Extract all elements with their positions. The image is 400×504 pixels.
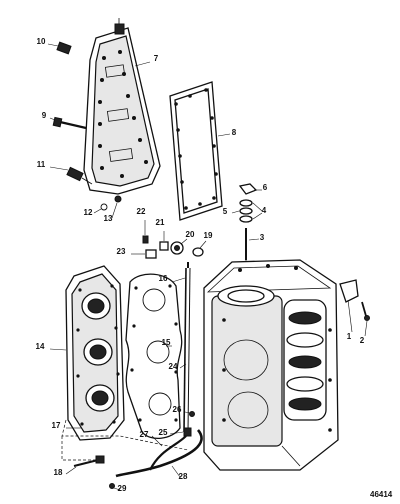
callout-1: 1 (347, 332, 352, 341)
callout-13: 13 (104, 214, 113, 223)
callout-6: 6 (263, 183, 268, 192)
callout-25: 25 (159, 428, 168, 437)
part-16-24-tube (171, 262, 191, 433)
callout-29: 29 (118, 484, 127, 493)
part-23-cap (131, 249, 157, 259)
part-14-cylinder-head (49, 265, 125, 441)
callout-8: 8 (232, 128, 237, 137)
part-22-screw (142, 220, 149, 244)
part-25-26-fitting (169, 411, 195, 437)
callout-26: 26 (173, 405, 182, 414)
callout-11: 11 (37, 160, 46, 169)
part-6-nut (238, 183, 262, 195)
callout-10: 10 (37, 37, 46, 46)
part-29-screw (109, 483, 121, 491)
callout-24: 24 (169, 362, 178, 371)
part-7-cover (83, 18, 161, 195)
callout-5: 5 (223, 207, 228, 216)
part-20-valve (170, 238, 188, 255)
callout-23: 23 (117, 247, 126, 256)
callout-7: 7 (154, 54, 159, 63)
part-3-stud (245, 228, 260, 260)
engine-block (203, 259, 339, 471)
drawing-number: 46414 (370, 490, 393, 499)
callout-15: 15 (162, 338, 171, 347)
callout-12: 12 (84, 208, 93, 217)
part-28-hose (115, 429, 203, 478)
callout-20: 20 (186, 230, 195, 239)
callout-28: 28 (179, 472, 188, 481)
callout-14: 14 (36, 342, 45, 351)
part-15-gasket (125, 273, 183, 439)
callout-19: 19 (204, 231, 213, 240)
callout-16: 16 (159, 274, 168, 283)
part-10-fitting (47, 41, 72, 55)
part-18-bolt (65, 455, 105, 475)
part-27-hose (149, 435, 187, 471)
callout-17: 17 (52, 421, 61, 430)
callout-18: 18 (54, 468, 63, 477)
callout-27: 27 (140, 430, 149, 439)
part-13-screw (111, 195, 122, 219)
part-11-sensor (49, 166, 93, 185)
callout-22: 22 (137, 207, 146, 216)
callout-9: 9 (42, 111, 47, 120)
callout-2: 2 (360, 336, 365, 345)
part-8-gasket (169, 81, 231, 221)
part-4-5-washers (231, 199, 263, 223)
callout-3: 3 (260, 233, 265, 242)
part-19-grommet (192, 240, 207, 257)
callout-4: 4 (262, 206, 267, 215)
callout-21: 21 (156, 218, 165, 227)
part-2-screw (361, 301, 370, 337)
part-9-bolt (49, 116, 87, 130)
part-21-spring (159, 231, 169, 251)
part-12-washer (93, 203, 108, 214)
part-1-bracket (339, 279, 359, 333)
crankshaft (283, 299, 327, 421)
